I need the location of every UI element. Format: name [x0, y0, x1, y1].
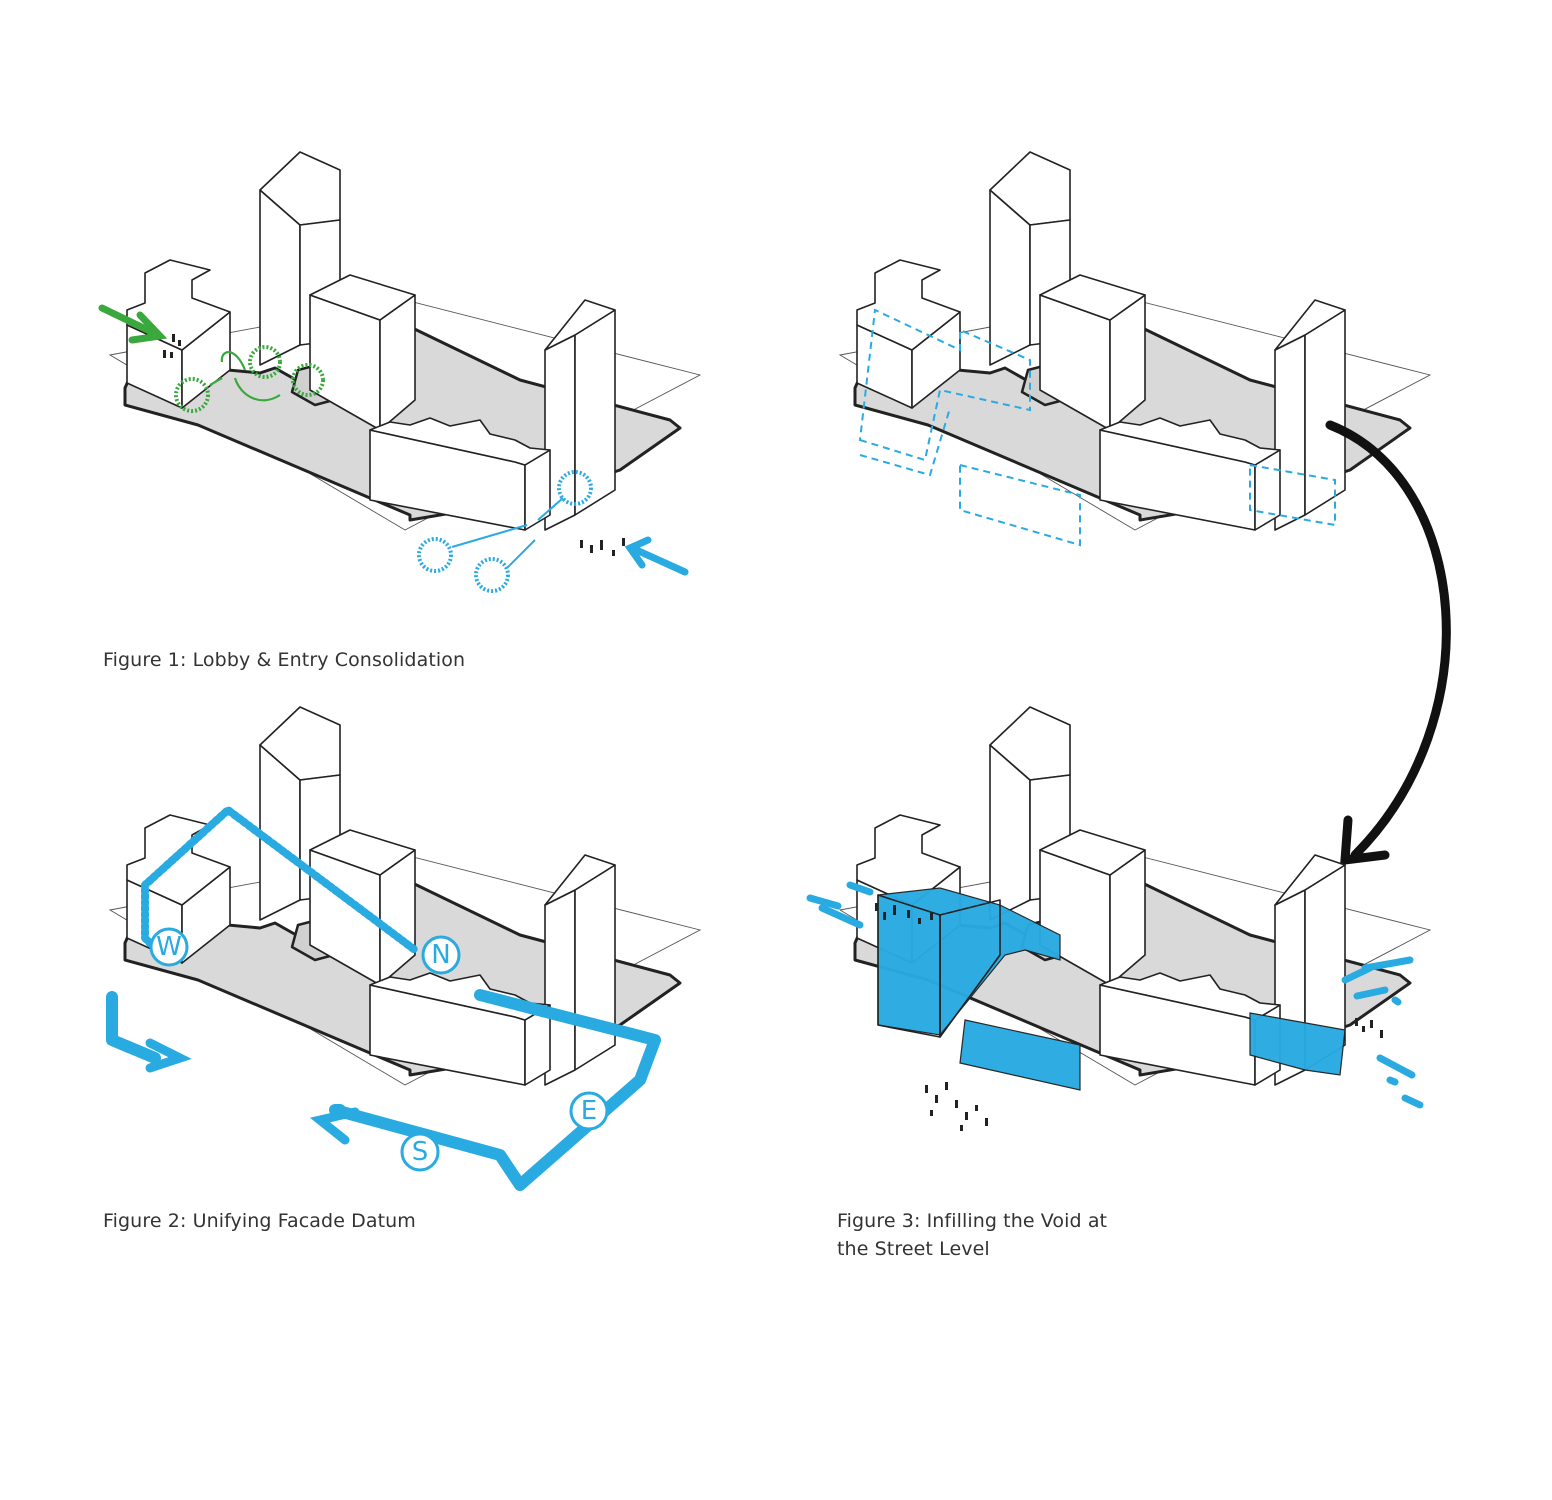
- datum-arrow-icon: [145, 1038, 360, 1145]
- facade-datum-ribbon: [106, 806, 661, 1191]
- figure-3-caption-line2: the Street Level: [837, 1238, 990, 1260]
- pedestrian-dots-icon: [580, 538, 625, 556]
- pedestrian-dots-icon: [163, 334, 181, 358]
- compass-letter-icon: W N E S: [149, 927, 609, 1172]
- flow-arrow-icon: [209, 351, 281, 402]
- figure-3-diagram: [838, 705, 1432, 1091]
- infill-volume: [877, 887, 1346, 1091]
- figure-2-caption: Figure 2: Unifying Facade Datum: [103, 1210, 416, 1232]
- lobby-circle-icon: [174, 345, 325, 413]
- activity-burst-icon: [806, 881, 1424, 1109]
- pedestrian-dots-icon: [875, 903, 1383, 1131]
- green-entry-arrow-icon: [98, 304, 168, 344]
- transition-arrow-icon: [1325, 420, 1451, 866]
- flow-arrow-icon: [451, 497, 564, 569]
- blue-entry-arrow-icon: [624, 536, 689, 576]
- lobby-circle-icon: [417, 470, 593, 593]
- compass-s: S: [412, 1137, 429, 1167]
- compass-w: W: [156, 932, 182, 962]
- figure-before-infill-diagram: [838, 150, 1432, 547]
- dashed-void-outline: [858, 308, 1336, 547]
- figure-2-diagram: [106, 705, 702, 1191]
- figure-3-caption-line1: Figure 3: Infilling the Void at: [837, 1210, 1108, 1232]
- figure-1-diagram: [108, 150, 702, 593]
- compass-e: E: [581, 1096, 597, 1126]
- figure-1-caption: Figure 1: Lobby & Entry Consolidation: [103, 649, 466, 671]
- compass-n: N: [431, 940, 450, 970]
